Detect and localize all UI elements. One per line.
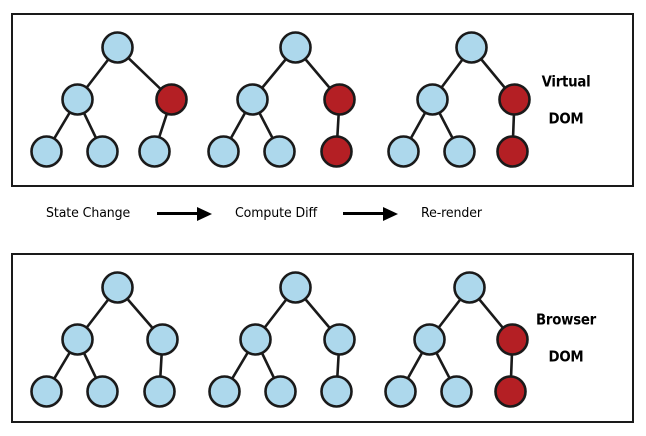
arrow-head — [196, 206, 212, 221]
panel-label-virtual-dom-line2: DOM — [548, 109, 584, 128]
tree-node — [236, 83, 269, 116]
virtual-dom-tree-1 — [30, 31, 188, 168]
tree-node-changed — [496, 135, 529, 168]
panel-label-browser-dom: Browser DOM — [514, 292, 618, 383]
tree-node — [30, 135, 63, 168]
virtual-dom-tree-2 — [207, 31, 356, 168]
panel-browser-dom: Browser DOM — [11, 253, 634, 423]
tree-node — [413, 323, 446, 356]
flow-arrow-icon-2 — [342, 206, 401, 221]
tree-node — [440, 375, 473, 408]
tree-node — [86, 375, 119, 408]
tree-node-changed — [496, 323, 529, 356]
tree-node — [61, 83, 94, 116]
tree-node — [239, 323, 272, 356]
tree-node-changed — [323, 83, 356, 116]
tree-node — [384, 375, 417, 408]
flow-step-state-change: State Change — [46, 205, 131, 221]
arrow-shaft — [156, 212, 201, 215]
panel-label-virtual-dom: Virtual DOM — [514, 54, 618, 145]
tree-node — [101, 31, 134, 64]
tree-node — [208, 375, 241, 408]
panel-label-virtual-dom-line1: Virtual — [541, 72, 591, 91]
tree-node — [263, 135, 296, 168]
tree-node — [143, 375, 176, 408]
tree-node — [443, 135, 476, 168]
tree-node — [146, 323, 179, 356]
tree-node — [101, 271, 134, 304]
tree-node-changed — [498, 83, 531, 116]
tree-node — [323, 323, 356, 356]
tree-node — [264, 375, 297, 408]
arrow-head — [382, 206, 398, 221]
panel-label-browser-dom-line2: DOM — [548, 347, 584, 366]
tree-node — [61, 323, 94, 356]
tree-node-changed — [494, 375, 527, 408]
tree-node — [279, 31, 312, 64]
tree-node — [138, 135, 171, 168]
browser-dom-tree-3 — [384, 271, 529, 408]
browser-dom-trees — [30, 271, 529, 408]
tree-node — [320, 375, 353, 408]
browser-dom-tree-2 — [208, 271, 356, 408]
flow-step-compute-diff: Compute Diff — [234, 205, 317, 221]
virtual-dom-tree-3 — [387, 31, 531, 168]
flow-arrow-icon-1 — [156, 206, 215, 221]
flow-step-re-render: Re-render — [420, 205, 482, 221]
tree-node — [207, 135, 240, 168]
browser-dom-tree-1 — [30, 271, 179, 408]
panel-label-browser-dom-line1: Browser — [536, 310, 596, 329]
tree-node — [279, 271, 312, 304]
tree-node — [30, 375, 63, 408]
tree-node-changed — [320, 135, 353, 168]
tree-node-changed — [155, 83, 188, 116]
tree-node — [455, 31, 488, 64]
tree-node — [387, 135, 420, 168]
flow-row: State Change Compute Diff Re-render — [11, 196, 634, 230]
tree-node — [86, 135, 119, 168]
virtual-dom-trees — [30, 31, 531, 168]
panel-virtual-dom: Virtual DOM — [11, 13, 634, 187]
tree-node — [416, 83, 449, 116]
tree-node — [453, 271, 486, 304]
arrow-shaft — [342, 212, 387, 215]
